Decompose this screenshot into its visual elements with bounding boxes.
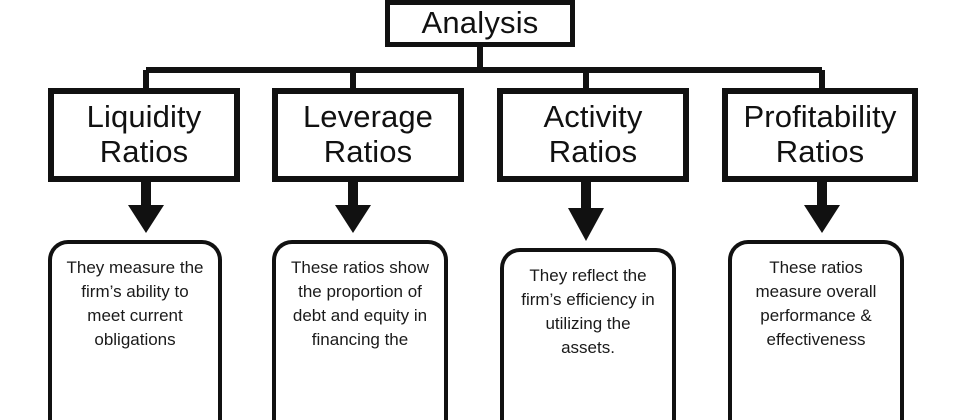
category-node-liquidity[interactable]: Liquidity Ratios: [48, 88, 240, 182]
category-node-label-leverage: Leverage Ratios: [302, 99, 434, 169]
description-text-activity: They reflect the firm’s efficiency in ut…: [521, 266, 655, 358]
arrow-activity: [568, 182, 604, 241]
arrow-liquidity: [128, 182, 164, 233]
arrow-leverage: [335, 182, 371, 233]
description-text-profitability: These ratios measure overall performance…: [755, 258, 877, 350]
description-text-liquidity: They measure the firm’s ability to meet …: [66, 258, 204, 350]
category-node-leverage[interactable]: Leverage Ratios: [272, 88, 464, 182]
arrow-profitability: [804, 182, 840, 233]
category-node-label-profitability: Profitability Ratios: [743, 99, 897, 169]
description-node-leverage[interactable]: These ratios show the proportion of debt…: [272, 240, 448, 420]
description-text-leverage: These ratios show the proportion of debt…: [291, 258, 429, 350]
description-node-activity[interactable]: They reflect the firm’s efficiency in ut…: [500, 248, 676, 420]
root-node-analysis[interactable]: Analysis: [385, 0, 575, 47]
category-node-label-liquidity: Liquidity Ratios: [86, 99, 202, 169]
description-node-profitability[interactable]: These ratios measure overall performance…: [728, 240, 904, 420]
category-node-label-activity: Activity Ratios: [543, 99, 643, 169]
description-node-liquidity[interactable]: They measure the firm’s ability to meet …: [48, 240, 222, 420]
root-node-label: Analysis: [421, 5, 539, 41]
category-node-profitability[interactable]: Profitability Ratios: [722, 88, 918, 182]
category-node-activity[interactable]: Activity Ratios: [497, 88, 689, 182]
